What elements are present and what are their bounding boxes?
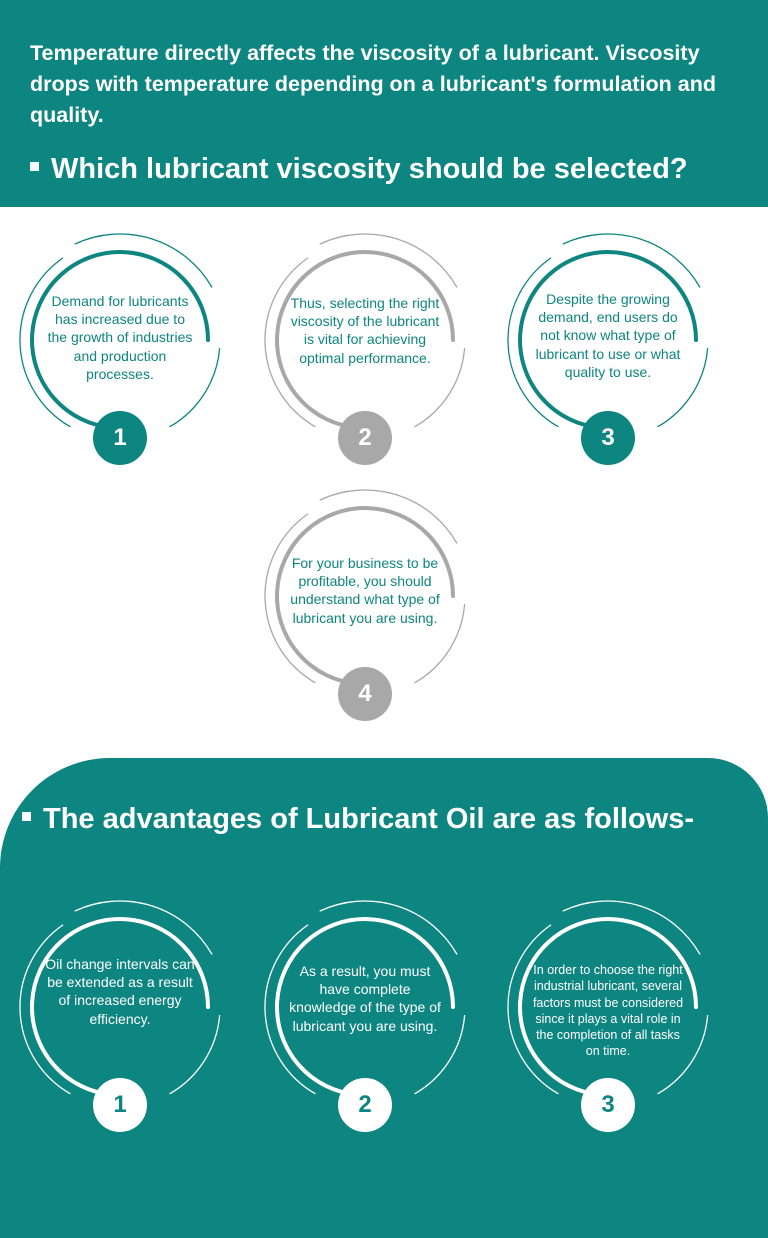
outer-ring-arc-right (169, 348, 221, 428)
outer-ring-arc-right (169, 1015, 221, 1095)
viscosity-step-3: Despite the growing demand, end users do… (488, 222, 728, 472)
outer-ring-arc-right (657, 1015, 709, 1095)
outer-ring-arc-right (414, 1015, 466, 1095)
inner-ring-arc (518, 917, 698, 1097)
outer-ring-arc-left (264, 257, 316, 428)
item-text: Demand for lubricants has increased due … (47, 293, 193, 382)
number-badge: 4 (338, 667, 392, 721)
outer-ring-arc-top (319, 900, 458, 955)
number-badge: 3 (581, 1078, 635, 1132)
outer-ring-arc-left (507, 257, 559, 428)
inner-ring-arc (30, 250, 210, 430)
ring-graphic (507, 233, 709, 430)
viscosity-step-1: Demand for lubricants has increased due … (0, 222, 240, 472)
number-badge: 3 (581, 411, 635, 465)
outer-ring-arc-left (19, 257, 71, 428)
item-text: Despite the growing demand, end users do… (535, 291, 681, 380)
ring-graphic (264, 489, 466, 686)
outer-ring-arc-top (74, 900, 213, 955)
number-badge: 2 (338, 411, 392, 465)
number-badge: 1 (93, 1078, 147, 1132)
inner-ring-arc (275, 250, 455, 430)
intro-text: Temperature directly affects the viscosi… (30, 41, 716, 127)
inner-ring-arc (275, 917, 455, 1097)
outer-ring-arc-left (19, 924, 71, 1095)
section-heading-advantages: The advantages of Lubricant Oil are as f… (22, 803, 694, 836)
viscosity-step-2: Thus, selecting the right viscosity of t… (245, 222, 485, 472)
section-heading-text: Which lubricant viscosity should be sele… (51, 153, 688, 185)
outer-ring-arc-left (507, 924, 559, 1095)
inner-ring-arc (275, 506, 455, 686)
number-badge: 1 (93, 411, 147, 465)
item-text: Thus, selecting the right viscosity of t… (290, 295, 440, 366)
item-text: In order to choose the right industrial … (532, 963, 684, 1059)
header-band (0, 0, 768, 207)
item-text: Oil change intervals can be extended as … (45, 956, 195, 1027)
advantage-item-3: In order to choose the right industrial … (488, 889, 728, 1139)
number-badge: 2 (338, 1078, 392, 1132)
section-heading-viscosity: Which lubricant viscosity should be sele… (30, 153, 688, 186)
advantage-item-2: As a result, you must have complete know… (245, 889, 485, 1139)
outer-ring-arc-top (562, 233, 701, 288)
ring-graphic (19, 900, 221, 1097)
outer-ring-arc-right (414, 604, 466, 684)
bullet-icon (30, 161, 39, 171)
ring-graphic (19, 233, 221, 430)
item-text: As a result, you must have complete know… (289, 963, 441, 1034)
outer-ring-arc-left (264, 513, 316, 684)
ring-graphic (264, 900, 466, 1097)
viscosity-step-4: For your business to be profitable, you … (245, 478, 485, 728)
outer-ring-arc-top (74, 233, 213, 288)
outer-ring-arc-top (319, 489, 458, 544)
bullet-icon (22, 811, 31, 821)
outer-ring-arc-right (414, 348, 466, 428)
section-heading-text: The advantages of Lubricant Oil are as f… (43, 803, 695, 835)
outer-ring-arc-right (657, 348, 709, 428)
advantage-item-1: Oil change intervals can be extended as … (0, 889, 240, 1139)
outer-ring-arc-left (264, 924, 316, 1095)
advantages-band (0, 758, 768, 1238)
ring-graphic (264, 233, 466, 430)
ring-graphic (507, 900, 709, 1097)
outer-ring-arc-top (319, 233, 458, 288)
inner-ring-arc (30, 917, 210, 1097)
inner-ring-arc (518, 250, 698, 430)
item-text: For your business to be profitable, you … (290, 555, 440, 626)
outer-ring-arc-top (562, 900, 701, 955)
